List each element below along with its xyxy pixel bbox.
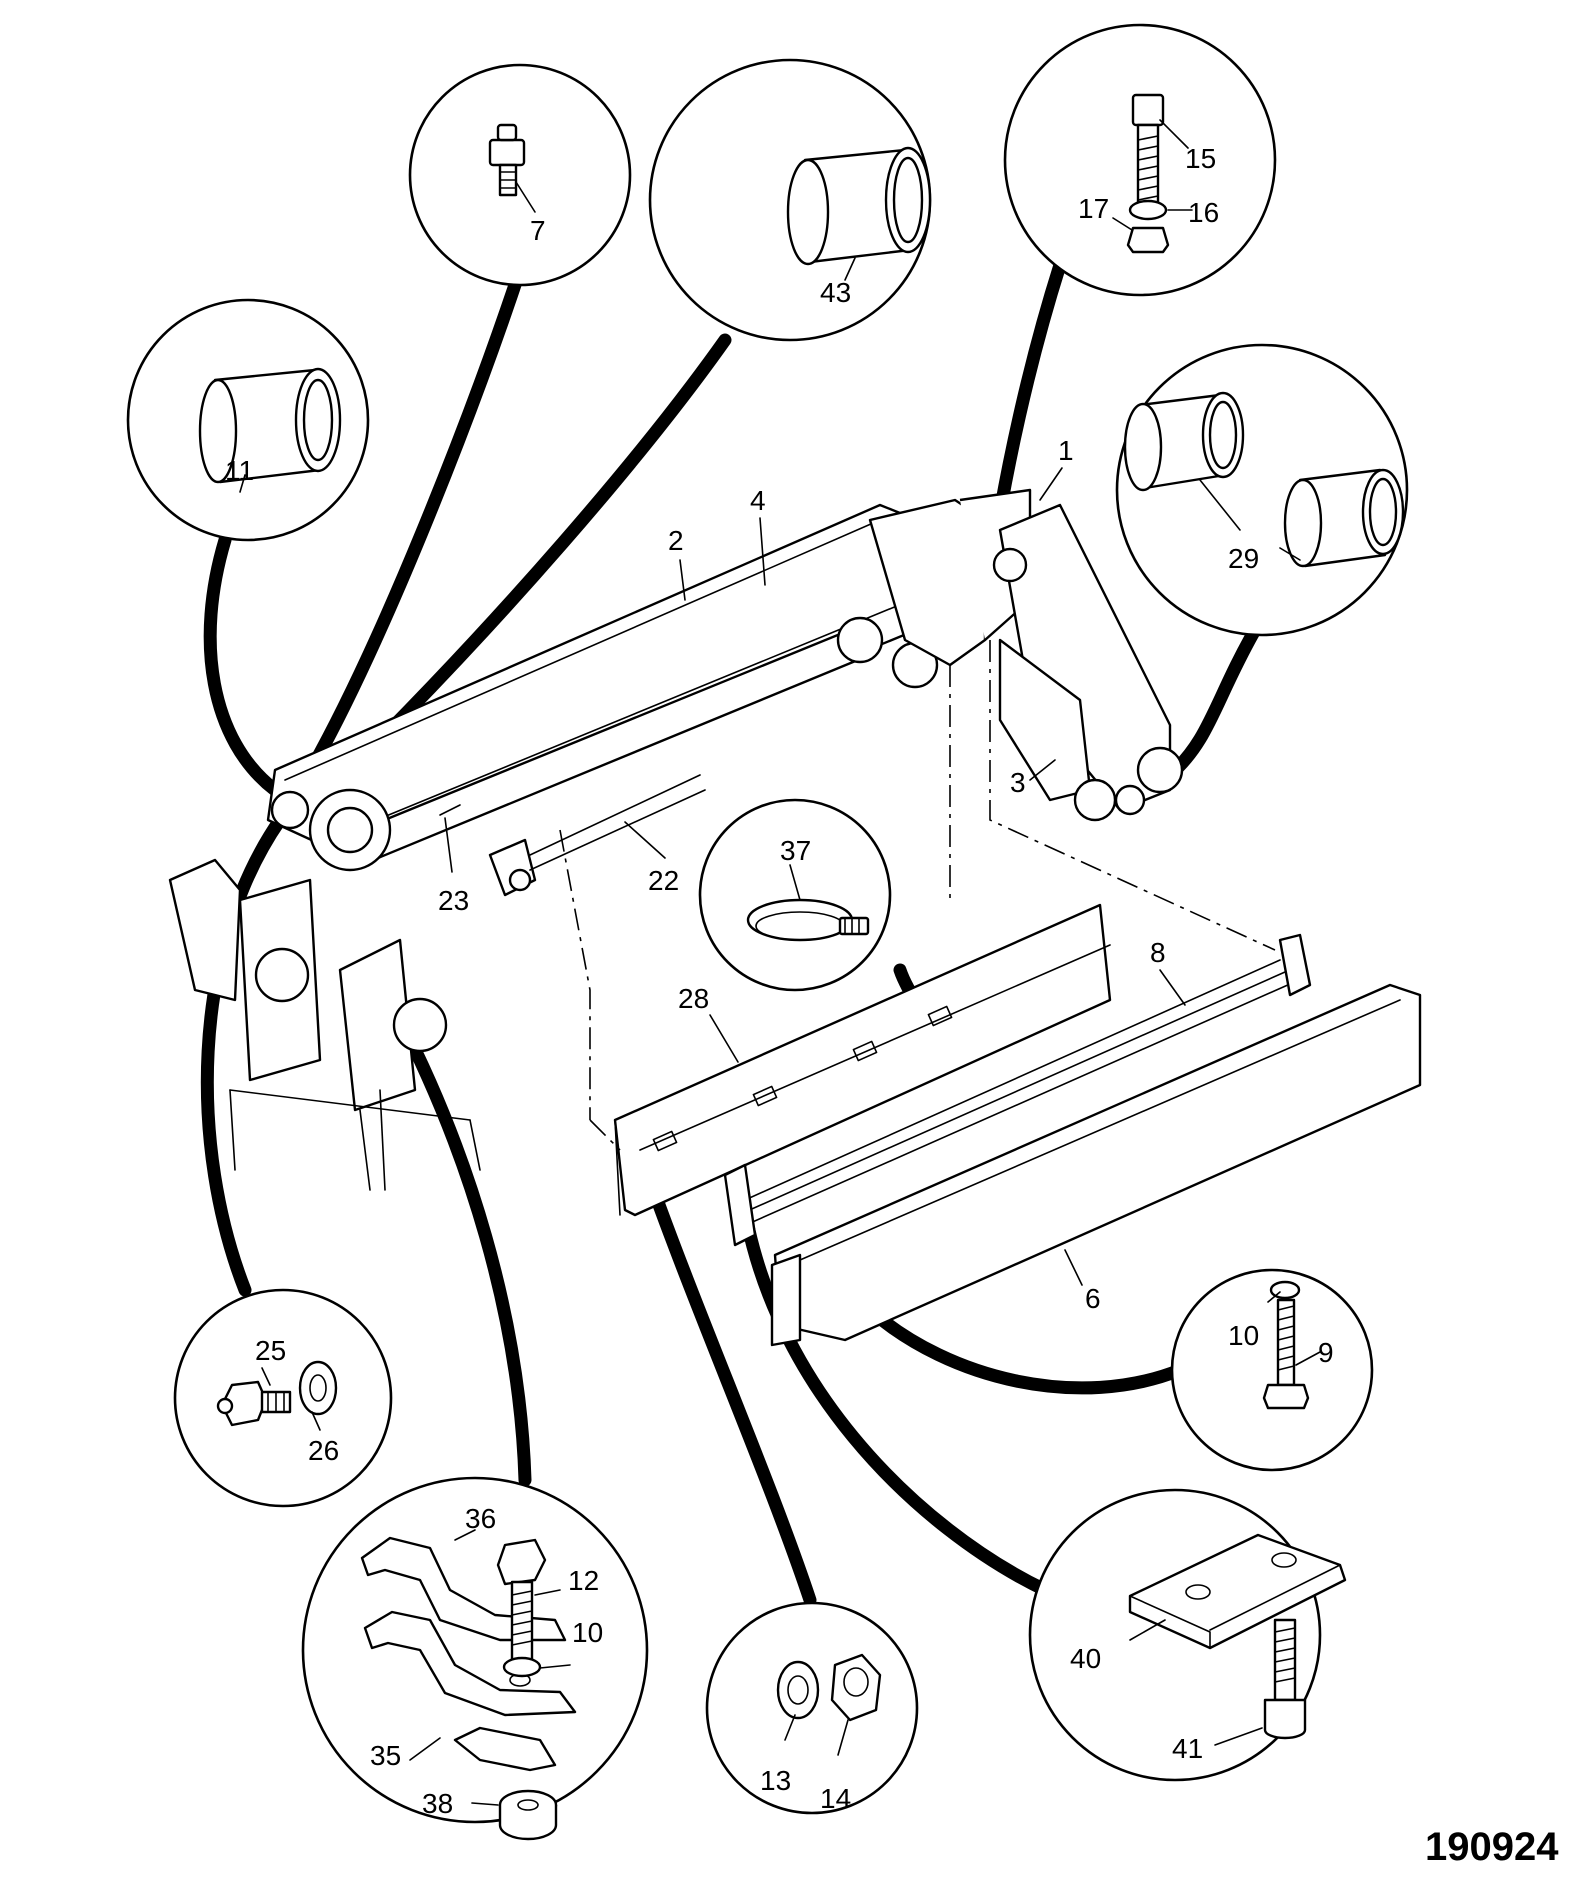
callout-12: 12	[568, 1565, 599, 1596]
detail-circle-11	[126, 298, 370, 542]
washer-icon	[502, 1656, 542, 1678]
callout-41: 41	[1172, 1733, 1203, 1764]
detail-circle-15-16-17	[1003, 23, 1277, 297]
bolt-icon	[1262, 1298, 1310, 1410]
callout-3: 3	[1010, 767, 1026, 798]
mounting-channel	[613, 903, 1112, 1217]
callout-26: 26	[308, 1435, 339, 1466]
grease-nipple-icon	[488, 123, 526, 197]
callout-43: 43	[820, 277, 851, 308]
callout-28: 28	[678, 983, 709, 1014]
detail-circle-9-10	[1170, 1268, 1374, 1472]
detail-circle-29	[1115, 343, 1409, 637]
callout-16: 16	[1188, 197, 1219, 228]
detail-circle-37	[698, 798, 892, 992]
callout-9: 9	[1318, 1337, 1334, 1368]
callout-13: 13	[760, 1765, 791, 1796]
callout-17: 17	[1078, 193, 1109, 224]
callout-7: 7	[530, 215, 546, 246]
detail-circle-35-36	[301, 1476, 649, 1841]
clamp-plate-upper	[360, 1536, 567, 1642]
callout-10a: 10	[1228, 1320, 1259, 1351]
callout-22: 22	[648, 865, 679, 896]
callout-37: 37	[780, 835, 811, 866]
callout-38: 38	[422, 1788, 453, 1819]
leader-lines	[200, 258, 1262, 1607]
spacer-icon	[498, 1789, 558, 1841]
detail-circle-13-14	[705, 1601, 919, 1815]
callout-6: 6	[1085, 1283, 1101, 1314]
seal-icon	[298, 1360, 338, 1416]
bolt-icon	[496, 1538, 547, 1662]
nut-icon	[830, 1653, 882, 1722]
clamp-plate-lower	[363, 1610, 577, 1717]
detail-circle-43	[648, 58, 932, 342]
callout-25: 25	[255, 1335, 286, 1366]
detail-circle-7	[408, 63, 632, 287]
callout-29: 29	[1228, 543, 1259, 574]
bush-icon	[786, 146, 932, 266]
bush-icon	[1123, 391, 1245, 492]
capscrew-icon	[1263, 1618, 1307, 1740]
bolt-icon	[1131, 93, 1165, 207]
callout-10b: 10	[572, 1617, 603, 1648]
callout-8: 8	[1150, 937, 1166, 968]
bush-icon	[1283, 468, 1405, 568]
main-assembly	[168, 488, 1422, 1347]
callout-36: 36	[465, 1503, 496, 1534]
callout-23: 23	[438, 885, 469, 916]
callout-2: 2	[668, 525, 684, 556]
callout-35: 35	[370, 1740, 401, 1771]
callout-14: 14	[820, 1783, 851, 1814]
nut-icon	[1126, 226, 1170, 254]
drawing-reference-number: 190924	[1425, 1825, 1559, 1869]
plug-icon	[216, 1380, 292, 1427]
detail-circle-40-41	[1028, 1488, 1347, 1782]
bush-icon	[198, 367, 342, 484]
callout-1: 1	[1058, 435, 1074, 466]
hose-clip-icon	[746, 898, 870, 942]
callout-labels: 1 2 3 4 6 7 8 9 10 10 11 12 13 14 15 16 …	[225, 143, 1334, 1819]
callout-15: 15	[1185, 143, 1216, 174]
callout-4: 4	[750, 485, 766, 516]
callout-11: 11	[225, 455, 254, 486]
plate-icon	[1128, 1533, 1347, 1650]
callout-40: 40	[1070, 1643, 1101, 1674]
washer-icon	[776, 1660, 820, 1720]
washer-icon	[1128, 199, 1168, 221]
detail-circle-25-26	[173, 1288, 393, 1508]
